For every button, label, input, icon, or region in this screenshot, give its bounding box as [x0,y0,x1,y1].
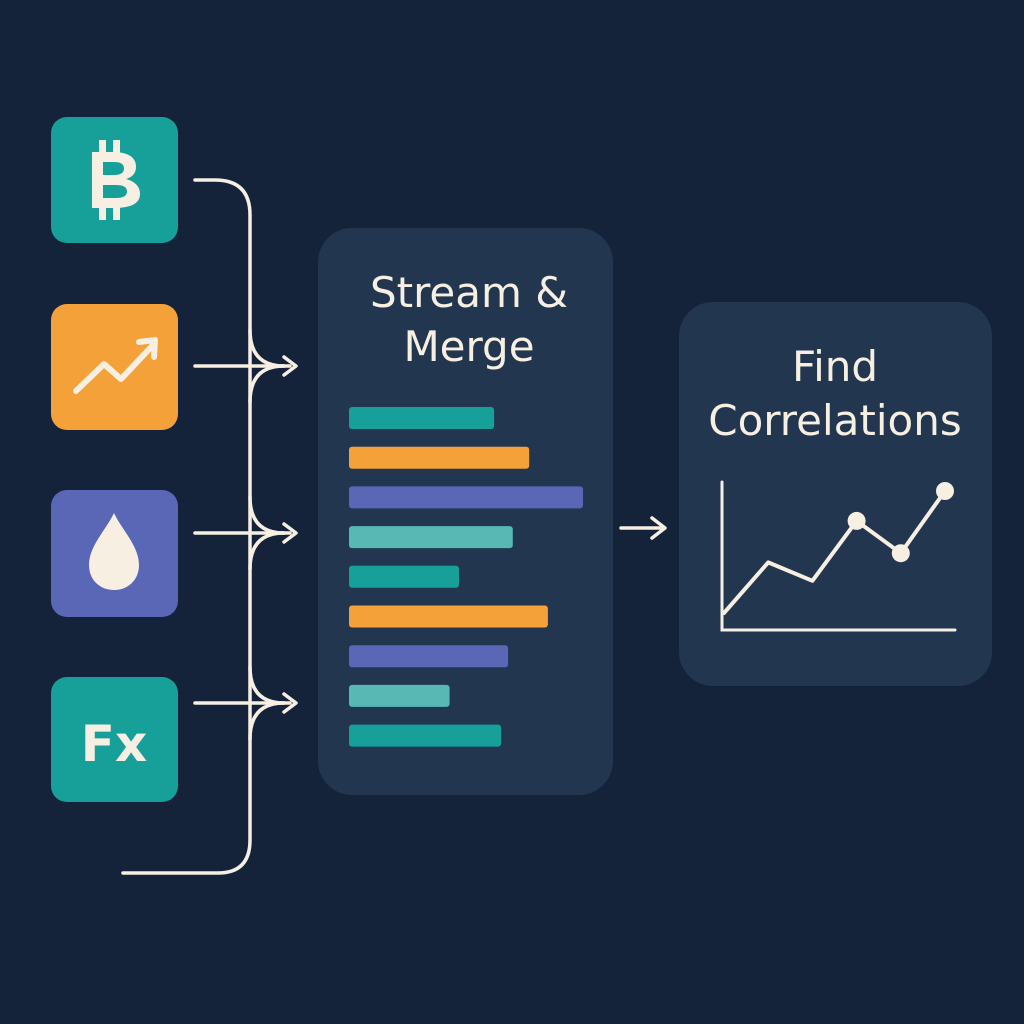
correlation-panel-title-line1: Find [792,342,878,391]
source-forex: Fx [51,677,178,802]
merge-bars [349,407,583,747]
merge-bar [349,724,502,747]
correlation-panel-box [679,302,992,686]
source-tile-forex [51,677,178,802]
fx-icon: Fx [81,715,147,773]
merge-bar [349,526,513,549]
merge-bar [349,407,495,429]
panel-arrow-head [650,516,667,540]
source-oil [51,490,178,617]
source-tile-stocks [51,304,178,430]
correlation-panel: Find Correlations [679,302,992,686]
correlation-chart [720,480,957,632]
merge-bar [349,446,530,469]
oil-drop-icon [89,513,139,590]
merge-panel: Stream & Merge [318,228,613,795]
correlation-point [891,544,910,563]
correlation-panel-title-line2: Correlations [708,396,961,445]
merge-panel-title-line1: Stream & [370,268,568,317]
trend-up-arrow-icon [73,337,158,394]
correlation-line [722,489,947,615]
arrowhead-stocks [282,355,298,377]
arrowhead-oil [282,522,298,544]
source-bitcoin [51,117,178,243]
merge-panel-title-line2: Merge [403,322,534,371]
connector-trunk [121,178,252,875]
merge-bar [349,684,450,707]
correlation-chart-axes [720,480,957,632]
correlation-point [847,511,866,530]
source-stocks [51,304,178,430]
merge-bar [349,565,459,588]
merge-bar [349,645,509,668]
connector-curve-3b [248,701,286,741]
merge-bar [349,605,548,628]
bitcoin-icon [92,140,140,220]
connector-curve-1b [248,364,286,404]
correlation-point [936,482,954,500]
merge-bar [349,486,583,509]
connector-curve-2b [248,531,286,571]
arrowhead-forex [282,692,298,714]
merge-connectors [121,178,298,875]
correlation-points [847,482,954,563]
panel-arrow [619,516,667,540]
